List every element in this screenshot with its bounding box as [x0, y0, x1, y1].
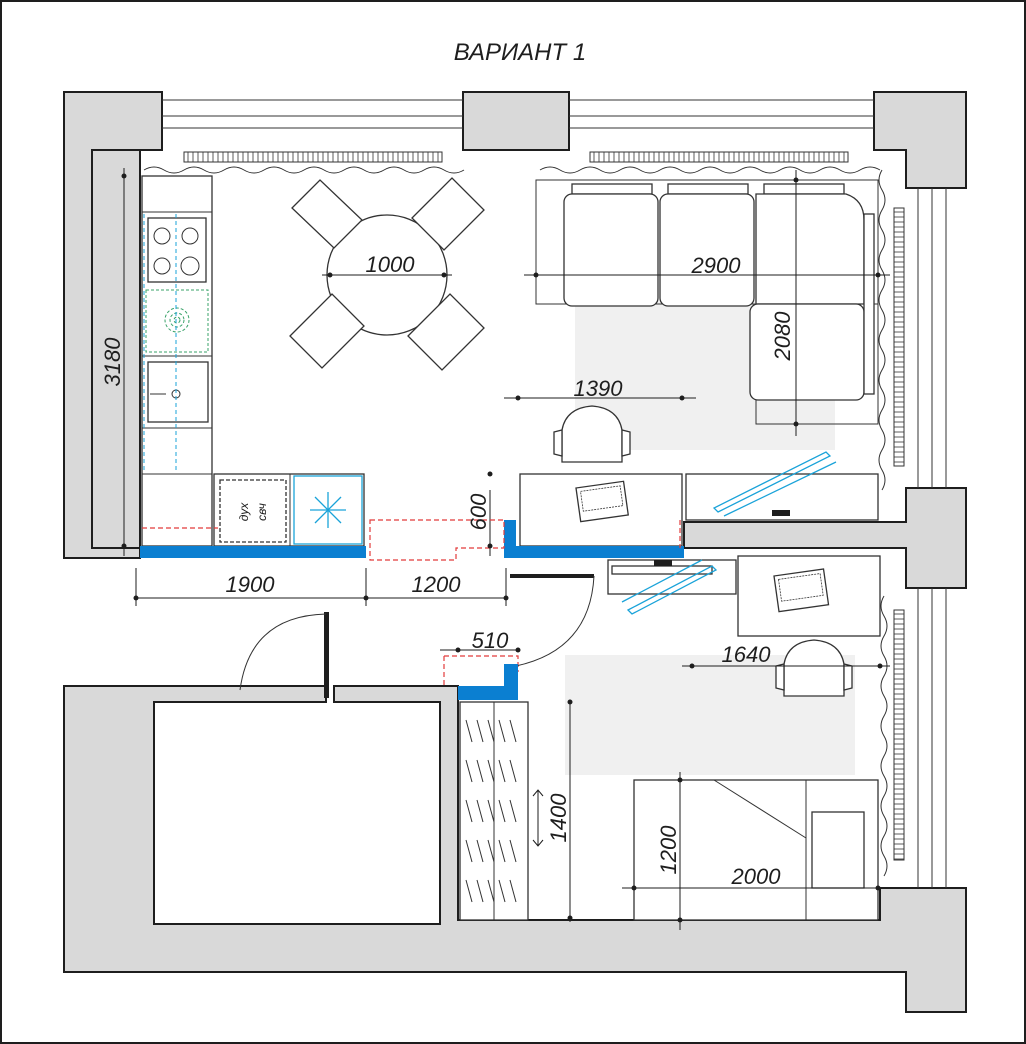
curtains: [143, 166, 888, 877]
wall-top-pillar: [462, 91, 570, 151]
laptop-icon-bottom: [773, 568, 830, 613]
kitchen: дух свч: [140, 175, 366, 558]
dim-sofa-depth: 2080: [770, 311, 795, 362]
dim-bed-width: 1200: [656, 825, 681, 875]
chair-bottom-left: [289, 293, 365, 369]
desk-top-area: [489, 397, 879, 558]
laptop-icon: [575, 480, 629, 523]
sofa-cushion-chaise: [749, 303, 865, 401]
bed-pillow: [811, 811, 865, 889]
dim-kitchen-length: 3180: [100, 337, 125, 387]
dining-set: [289, 177, 485, 371]
partition-wardrobe: [458, 664, 518, 700]
dim-door-gap: 510: [472, 628, 509, 653]
wall-left-block: [63, 91, 163, 559]
monitor-top-icon: [712, 451, 837, 517]
dim-kitchen-bottom: 1900: [226, 572, 276, 597]
door-swing-passage: [515, 575, 595, 667]
monitor-stand-top: [772, 510, 790, 516]
door-leaf-entrance: [324, 612, 329, 698]
partition-desk: [504, 520, 516, 548]
windows: [162, 99, 947, 888]
wall-top-right: [873, 91, 967, 189]
microwave-label: свч: [255, 503, 269, 521]
dim-bed-length: 2000: [731, 864, 782, 889]
bed: [622, 772, 890, 930]
hob-icon: [147, 217, 207, 283]
wardrobe: [459, 700, 571, 922]
induction-zone-icon: [145, 289, 209, 353]
dim-desk-width-bottom: 1640: [722, 642, 772, 667]
wardrobe-hangers: [465, 719, 517, 903]
monitor-bottom-icon: [621, 559, 718, 615]
desk-bottom-area: [607, 555, 890, 697]
dim-wardrobe-length: 1400: [546, 793, 571, 843]
office-chair-bottom: [775, 639, 853, 697]
chair-top-right: [411, 177, 485, 251]
snowflake-icon: [310, 492, 346, 528]
partition-kitchen: [140, 546, 366, 558]
wall-right-middle: [683, 487, 967, 589]
dim-desk-depth: 600: [466, 493, 491, 530]
dim-desk-width-top: 1390: [574, 376, 624, 401]
dimension-ticks: [121, 173, 883, 923]
monitor-stand-bottom: [654, 560, 672, 566]
dim-sofa-width: 2900: [691, 253, 742, 278]
door-leaf-passage: [510, 574, 594, 578]
oven-label: дух: [237, 502, 251, 521]
door-swing-entrance: [239, 613, 327, 691]
sink-icon: [147, 361, 209, 423]
fridge-icon: [293, 475, 363, 545]
chair-top-left: [291, 179, 363, 249]
dim-table-diameter: 1000: [366, 252, 416, 277]
sofa: [524, 170, 890, 436]
doors: [239, 574, 595, 700]
sofa-cushion-1: [563, 193, 659, 307]
dim-passage: 1200: [412, 572, 462, 597]
sofa-cushion-corner: [755, 193, 865, 305]
walls: [63, 91, 967, 1013]
office-chair-top: [553, 405, 631, 463]
oven-microwave-icon: [219, 479, 287, 543]
chair-bottom-right: [407, 293, 485, 371]
partition-passage: [504, 546, 684, 558]
sofa-cushion-2: [659, 193, 755, 307]
plan-title: ВАРИАНТ 1: [454, 39, 586, 66]
radiator-fins: [187, 152, 904, 860]
